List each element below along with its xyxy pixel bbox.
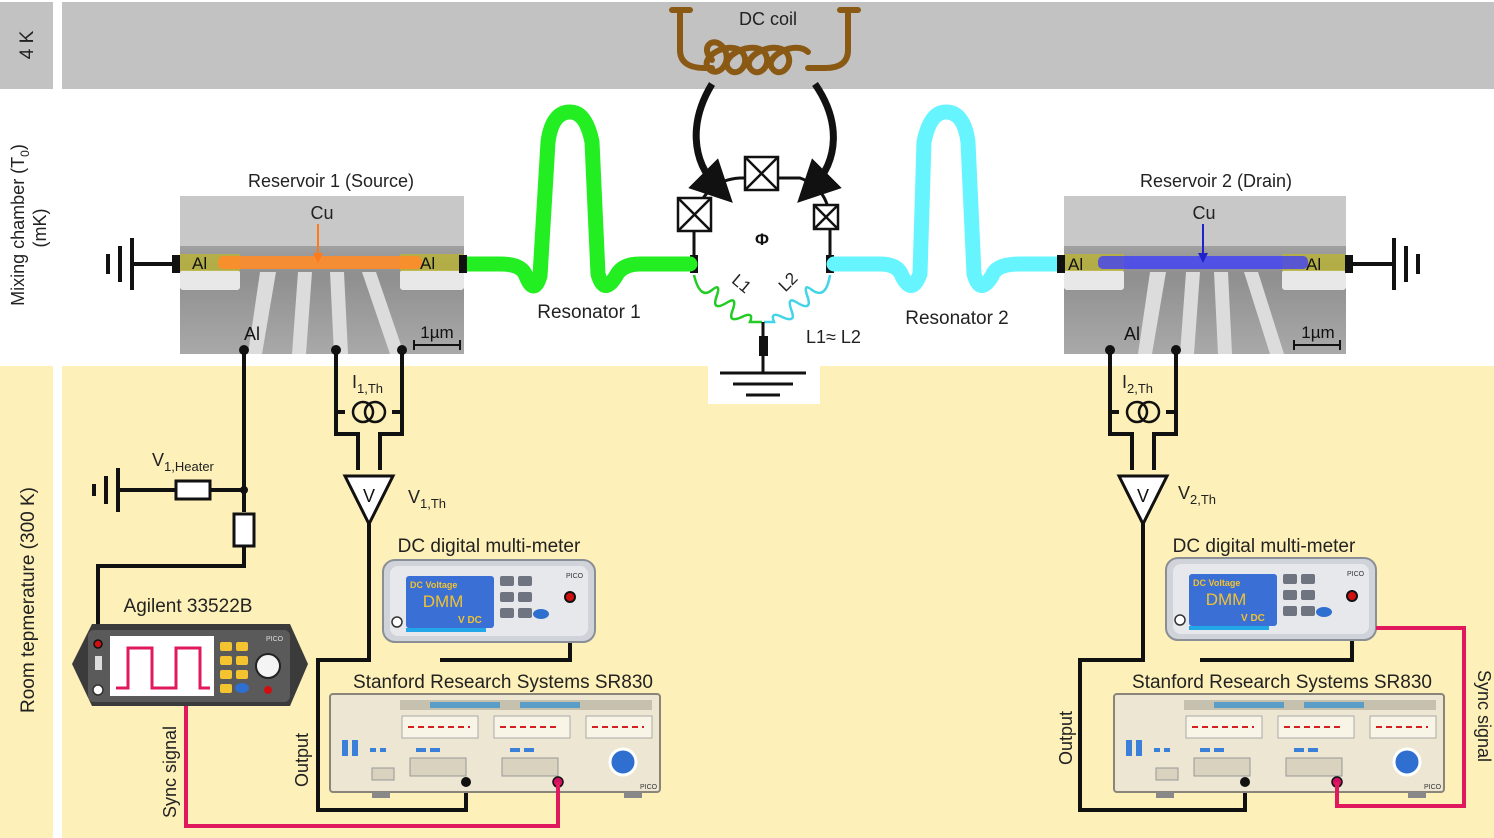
dmm-1-screen-top: DC Voltage: [410, 580, 457, 590]
generator-title: Agilent 33522B: [124, 596, 253, 617]
current-source-1-icon: [345, 398, 392, 428]
lockin-2: [1113, 693, 1445, 798]
amplifier-2-symbol: V: [1137, 486, 1149, 506]
dmm-1-screen-unit: V DC: [458, 615, 482, 626]
zone-4k-label: 4 K: [17, 30, 38, 59]
v-th-2-label: V2,Th: [1178, 483, 1216, 507]
sync-label-left: Sync signal: [160, 726, 180, 818]
dmm-1: [382, 559, 596, 643]
inductor-l2: [764, 274, 832, 324]
dmm-2-screen-unit: V DC: [1241, 613, 1265, 624]
reservoir-1-sem-image: [180, 196, 464, 354]
zone-mixing-unit: (mK): [30, 209, 50, 248]
reservoir-2-scale-label: 1µm: [1301, 323, 1334, 342]
ground-icon-left: [106, 238, 172, 290]
lockin-2-output-label: Output: [1056, 711, 1076, 765]
dmm-2-brand: PICO: [1347, 571, 1365, 578]
dmm-2-title: DC digital multi-meter: [1173, 536, 1356, 557]
zone-4k-label-band: [0, 2, 53, 89]
reservoir-1-al-right: Al: [420, 254, 435, 273]
dc-coil-label: DC coil: [739, 9, 797, 29]
lockin-1: [329, 693, 661, 798]
lockin-1-brand: PICO: [640, 784, 658, 791]
reservoir-2-al-right: Al: [1306, 255, 1321, 274]
resonator-2-label: Resonator 2: [905, 308, 1009, 329]
reservoir-2-title: Reservoir 2 (Drain): [1140, 171, 1292, 191]
reservoir-2-al-left: Al: [1068, 255, 1083, 274]
reservoir-2-sem-image: [1064, 196, 1346, 354]
flux-arrow-left: [688, 82, 733, 203]
i-th-2-label: I2,Th: [1122, 372, 1153, 396]
lockin-1-title: Stanford Research Systems SR830: [353, 672, 653, 693]
zone-mixing-label: Mixing chamber (T0): [8, 144, 32, 306]
scale-bar-2: [1293, 340, 1341, 350]
dmm-1-brand: PICO: [566, 573, 584, 580]
current-source-2-icon: [1119, 398, 1166, 428]
josephson-junction-top: [743, 155, 780, 192]
ground-icon-squid: [720, 356, 806, 397]
ground-icon-right: [1353, 238, 1420, 290]
reservoir-2-al-bottom: Al: [1124, 324, 1140, 344]
generator-brand: PICO: [266, 636, 284, 643]
reservoir-1-title: Reservoir 1 (Source): [248, 171, 414, 191]
dmm-1-screen-main: DMM: [423, 592, 464, 611]
left-wiring: [96, 350, 572, 812]
dmm-2-screen-main: DMM: [1206, 590, 1247, 609]
reservoir-1-al-bottom: Al: [244, 324, 260, 344]
dmm-2: [1165, 557, 1377, 641]
amplifier-1-symbol: V: [363, 486, 375, 506]
right-wiring: [1078, 350, 1354, 812]
i-th-1-label: I1,Th: [352, 372, 383, 396]
reservoir-1-al-left: Al: [192, 254, 207, 273]
sync-line-right: [1335, 626, 1466, 808]
flux-arrow-right: [797, 82, 842, 203]
zone-room-label: Room tepmerature (300 K): [18, 487, 39, 713]
reservoir-2-metal: Cu: [1192, 203, 1215, 223]
inductance-relation: L1≈ L2: [806, 327, 861, 347]
sync-line-left: [184, 706, 560, 828]
resonator-2: [826, 104, 1068, 293]
v-th-1-label: V1,Th: [408, 487, 446, 511]
resonator-1: [458, 104, 698, 294]
lockin-2-brand: PICO: [1424, 784, 1442, 791]
amplifier-2-icon: [1116, 474, 1170, 528]
sync-label-right: Sync signal: [1474, 670, 1494, 762]
squid-phi-label: Φ: [755, 230, 769, 249]
inductor-l1: [692, 274, 762, 324]
resonator-1-label: Resonator 1: [537, 302, 641, 323]
dmm-2-screen-top: DC Voltage: [1193, 578, 1240, 588]
lockin-2-title: Stanford Research Systems SR830: [1132, 672, 1432, 693]
squid-loop: [676, 155, 840, 356]
reservoir-1-scale-label: 1µm: [420, 323, 453, 342]
dmm-1-title: DC digital multi-meter: [398, 536, 581, 557]
function-generator: [72, 624, 308, 706]
inductor-l2-label: L2: [775, 269, 802, 296]
josephson-junction-left: [676, 196, 713, 233]
amplifier-1-icon: [342, 474, 396, 528]
heater-series-resistor: [232, 512, 256, 548]
josephson-junction-right: [812, 203, 840, 231]
lockin-1-output-label: Output: [292, 733, 312, 787]
zone-room-label-band: [0, 366, 53, 838]
inductor-l1-label: L1: [728, 270, 755, 297]
heater-resistor: [174, 479, 212, 501]
reservoir-1-metal: Cu: [310, 203, 333, 223]
ground-icon-heater: [92, 468, 120, 512]
scale-bar-1: [413, 340, 461, 350]
dc-coil: [669, 7, 861, 76]
v-heater-label: V1,Heater: [152, 450, 215, 474]
